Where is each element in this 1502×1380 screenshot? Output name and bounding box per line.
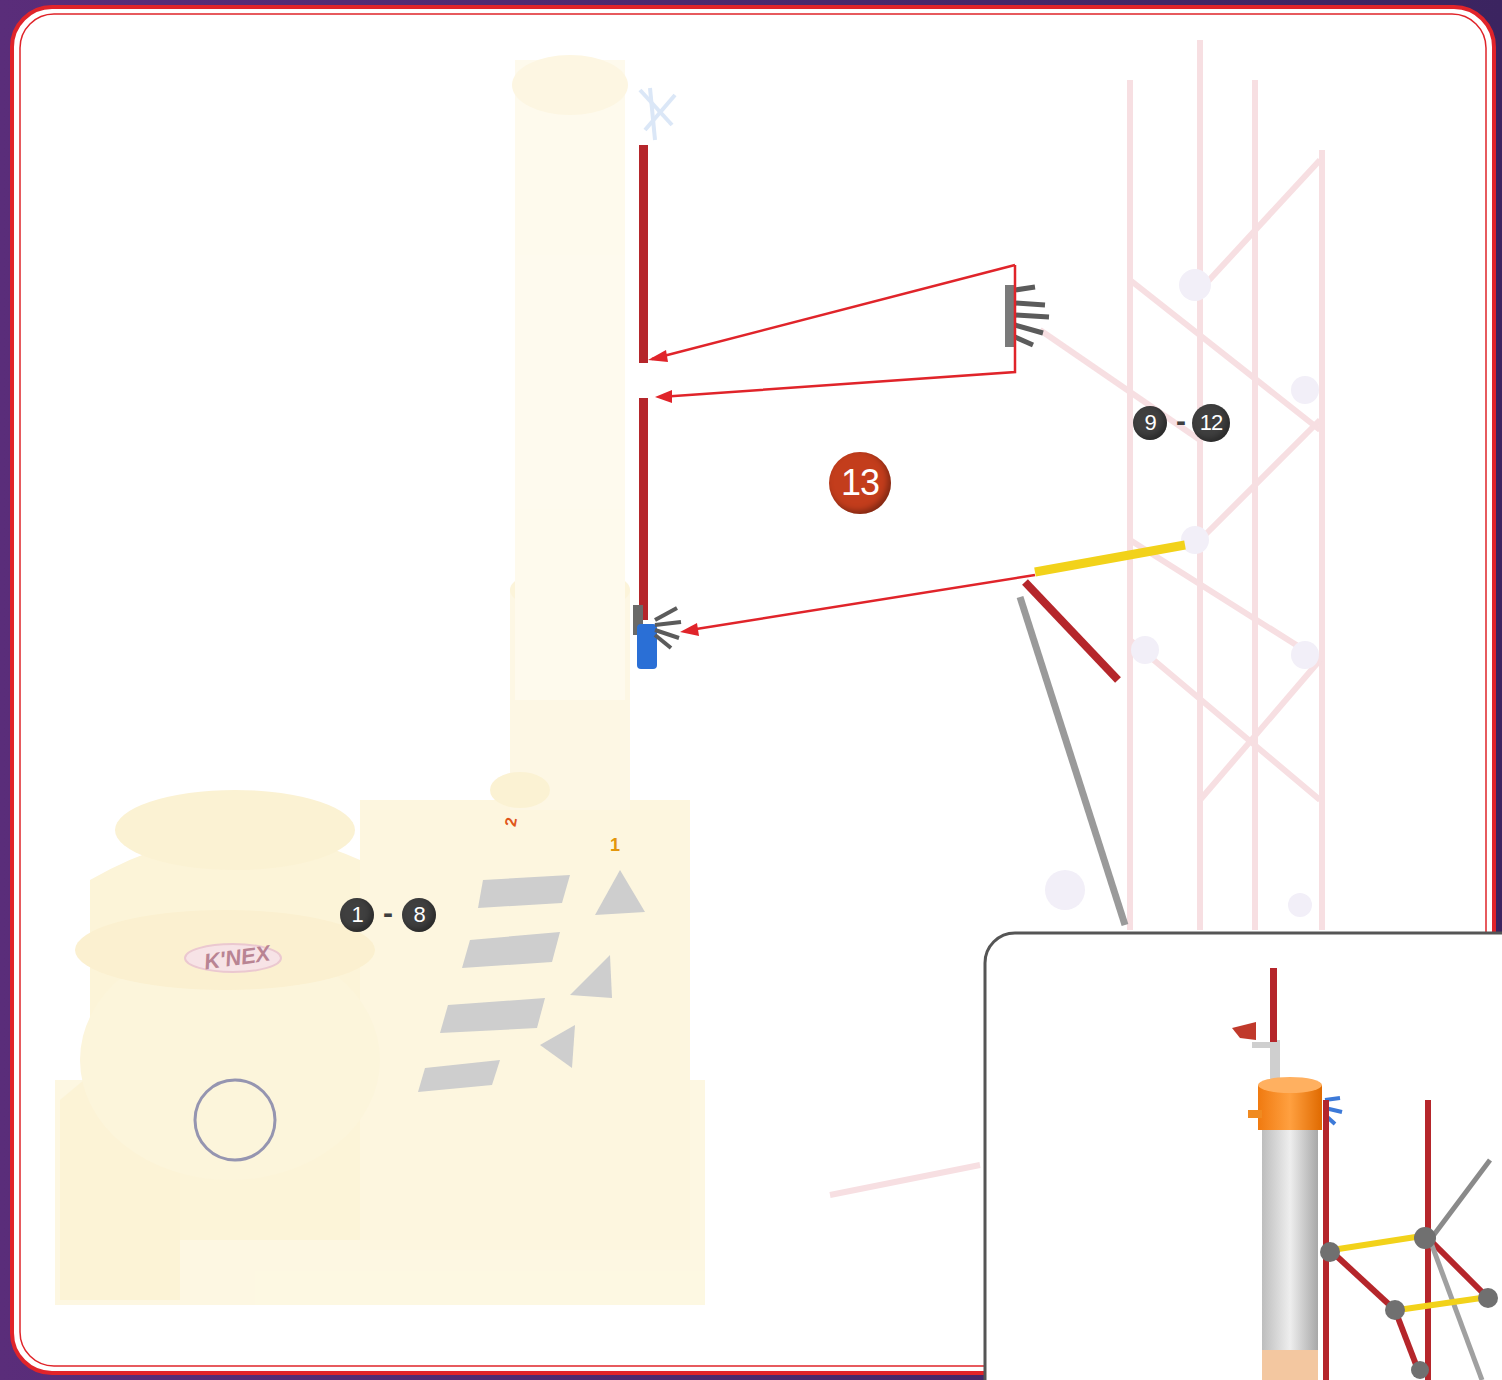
callout-number-text: 8 <box>413 904 424 926</box>
part-number: 2 <box>502 816 519 828</box>
range-dash: - <box>383 898 393 928</box>
callout-number-text: 12 <box>1200 412 1222 434</box>
step-number: 13 <box>829 452 891 514</box>
range-dash: - <box>1176 406 1186 436</box>
callout-number: 12 <box>1192 404 1230 442</box>
part-number: 1 <box>610 836 620 854</box>
callout-number: 1 <box>340 898 374 932</box>
callout-number-text: 1 <box>351 904 362 926</box>
callout-number: 8 <box>402 898 436 932</box>
step-number-text: 13 <box>841 465 879 501</box>
brand-logo: K'NEX <box>203 942 272 973</box>
callout-number: 9 <box>1133 406 1167 440</box>
callout-number-text: 9 <box>1144 412 1155 434</box>
